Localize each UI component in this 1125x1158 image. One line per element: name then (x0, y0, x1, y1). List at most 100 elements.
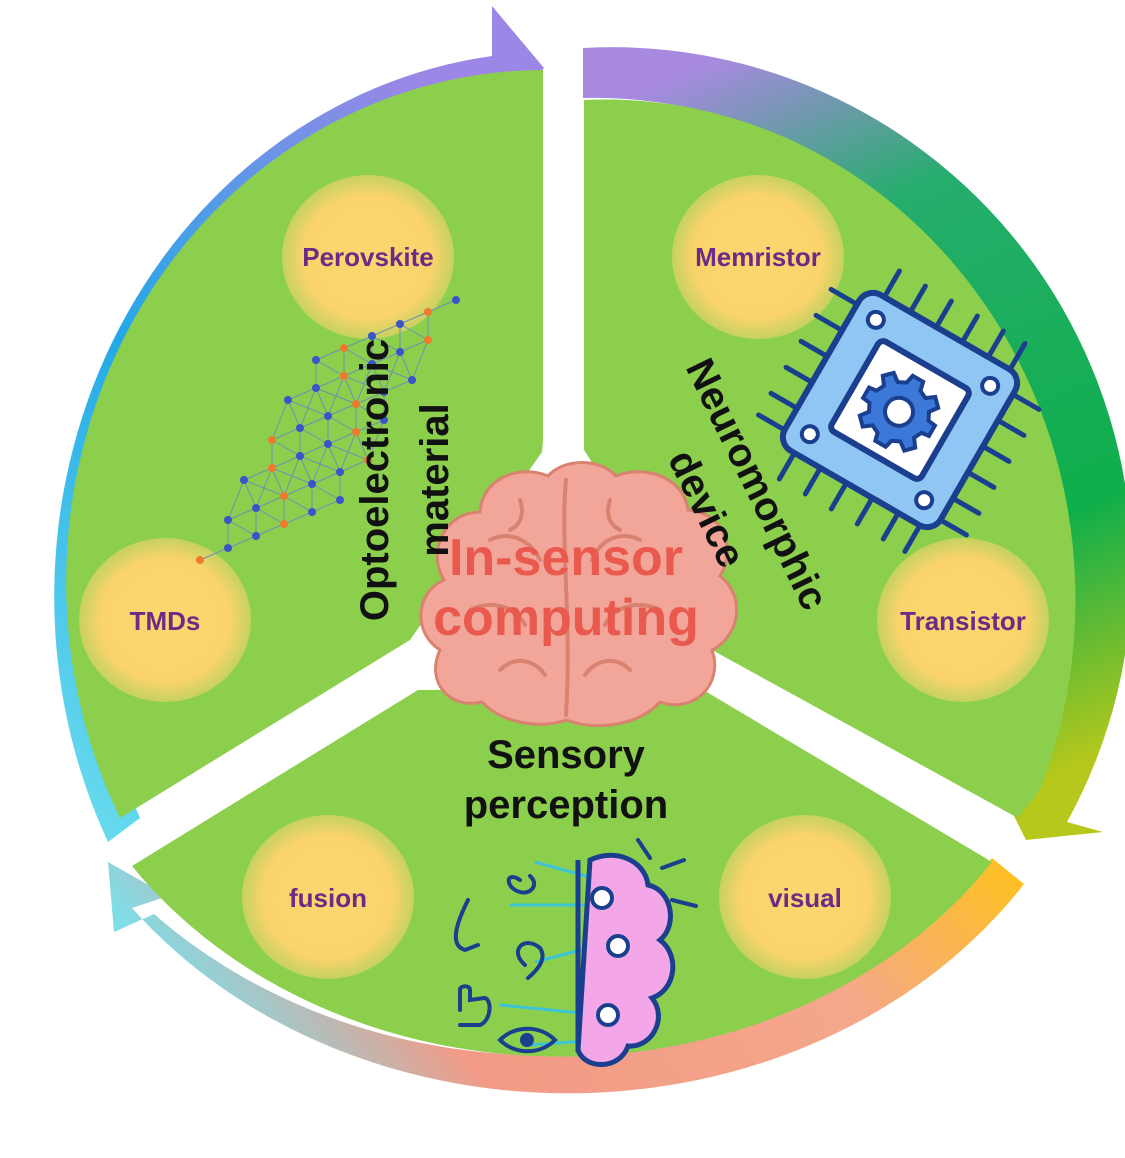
bubble-perovskite (282, 175, 454, 339)
lattice-bond (243, 467, 273, 481)
lattice-atom (336, 496, 344, 504)
lattice-bond (343, 363, 373, 377)
lattice-atom (280, 520, 288, 528)
lattice-atom (196, 556, 204, 564)
lattice-bond (271, 427, 301, 441)
lattice-bond (383, 379, 413, 393)
sector-title-perception-line2: perception (464, 783, 668, 827)
lattice-bond (287, 387, 317, 401)
lattice-bond (339, 459, 369, 473)
lattice-atom (352, 400, 360, 408)
lattice-bond (355, 403, 385, 421)
lattice-atom (352, 428, 360, 436)
brain-icon (419, 461, 739, 727)
sector-title-material-line2: material (413, 403, 457, 556)
lattice-bond (311, 483, 341, 501)
lattice-bond (315, 387, 329, 417)
lattice-bond (283, 483, 313, 497)
lattice-bond (227, 519, 257, 537)
lattice-atom (324, 440, 332, 448)
lattice-atom (252, 532, 260, 540)
lattice-bond (367, 419, 385, 461)
gear-icon (857, 370, 941, 453)
lattice-atom (368, 332, 376, 340)
lattice-atom (312, 356, 320, 364)
lattice-atom (340, 372, 348, 380)
lattice-bond (299, 443, 329, 457)
bubble-fusion (242, 815, 414, 979)
lattice-bond (299, 455, 313, 485)
lattice-bond (283, 455, 301, 497)
label-transistor: Transistor (900, 606, 1026, 636)
bubble-memristor (672, 175, 844, 339)
lattice-atom (324, 412, 332, 420)
chip-gear-icon (756, 268, 1042, 554)
lattice-bond (315, 347, 345, 361)
lattice-bond (271, 455, 301, 469)
lattice-bond (399, 323, 429, 341)
right-cycle-arrow (583, 47, 1125, 840)
lattice-bond (283, 511, 313, 525)
lattice-atom (340, 344, 348, 352)
lattice-bond (327, 403, 357, 417)
lattice-atom (308, 480, 316, 488)
lattice-bond (399, 311, 429, 325)
lattice-atom (408, 376, 416, 384)
lattice-bond (311, 443, 329, 485)
lattice-bond (399, 351, 413, 381)
lattice-bond (371, 363, 385, 393)
label-tmds: TMDs (130, 606, 201, 636)
center-title-line1: In-sensor (449, 529, 683, 587)
lattice-bond (271, 467, 285, 497)
bottom-cycle-arrow (108, 858, 1024, 1094)
lattice-atom (368, 360, 376, 368)
lattice-bond (255, 523, 285, 537)
lattice-bond (355, 363, 373, 405)
lattice-atom (364, 456, 372, 464)
lattice-bond (327, 375, 345, 417)
label-perovskite: Perovskite (302, 242, 434, 272)
lattice-bond (371, 351, 401, 365)
lattice-bond (299, 415, 329, 429)
senses-brain-icon (453, 838, 698, 1067)
lattice-bond (327, 443, 341, 473)
lattice-bond (327, 415, 357, 433)
lattice-bond (243, 479, 257, 509)
lattice-bond (255, 507, 285, 525)
lattice-atom (424, 336, 432, 344)
lattice-atom (380, 416, 388, 424)
lattice-bond (227, 507, 257, 521)
lattice-atom (452, 296, 460, 304)
lattice-bond (339, 431, 357, 473)
lattice-bond (271, 399, 289, 441)
lattice-bond (255, 495, 285, 509)
lattice-bond (427, 299, 457, 313)
lattice-atom (336, 468, 344, 476)
lattice-atom (396, 320, 404, 328)
lattice-atom (308, 508, 316, 516)
center-title-line2: computing (433, 589, 699, 647)
lattice-atom (312, 384, 320, 392)
lattice-bond (355, 391, 385, 405)
lattice-bond (399, 339, 429, 353)
crystal-lattice-icon (196, 296, 460, 564)
lattice-bond (355, 431, 369, 461)
lattice-bond (315, 375, 345, 389)
lattice-atom (240, 476, 248, 484)
bubble-transistor (877, 538, 1049, 702)
lattice-bond (371, 335, 401, 353)
lattice-bond (255, 467, 273, 509)
lattice-bond (383, 351, 401, 393)
lattice-bond (199, 547, 229, 561)
lattice-bond (327, 431, 357, 445)
lattice-atom (268, 464, 276, 472)
sector-title-perception-line1: Sensory (487, 733, 646, 777)
lattice-bond (227, 479, 245, 521)
lattice-bond (343, 375, 357, 405)
lattice-bond (271, 439, 301, 457)
lattice-bond (411, 339, 429, 381)
lattice-bond (287, 399, 301, 429)
lattice-bond (371, 323, 401, 337)
lattice-atom (296, 424, 304, 432)
lattice-atom (424, 308, 432, 316)
